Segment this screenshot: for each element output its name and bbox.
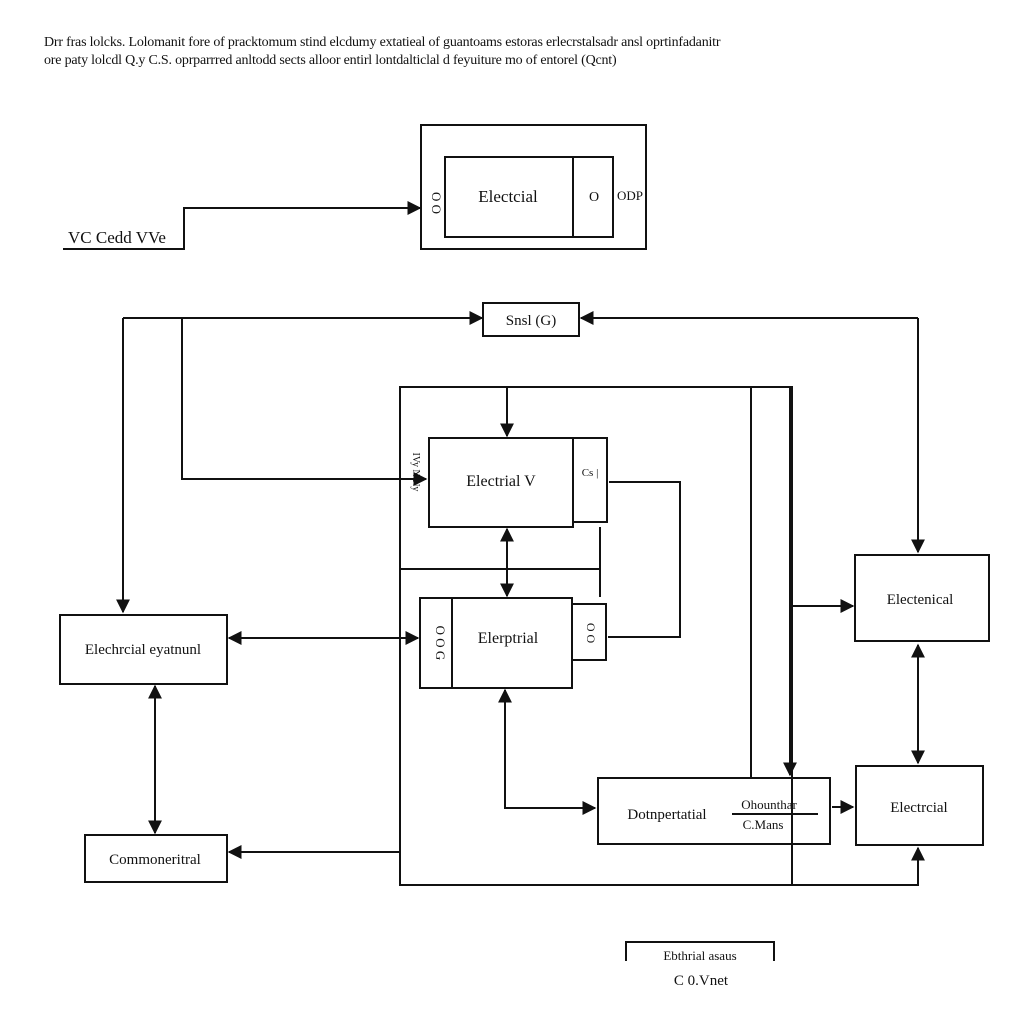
left-block: [59, 614, 228, 685]
caption-line-2: ore paty lolcdl Q.y C.S. oprparrred anlt…: [44, 53, 617, 68]
footer-label: Ebthrial asaus: [663, 948, 736, 963]
input-arrow: [63, 201, 422, 250]
bus-to-central-upper: [181, 318, 428, 486]
top-block-side-tag: ODP: [617, 188, 643, 203]
footer-bracket: [625, 941, 775, 961]
right-lower-label: Electrcial: [890, 800, 947, 816]
central-upper-left-tag: IVy N Ny: [410, 453, 421, 492]
top-block-right-tag: O: [589, 190, 599, 205]
central-feedback-loop: [608, 481, 681, 638]
bottom-left-block: [84, 834, 228, 883]
central-upper-right-tag: Cs |: [582, 467, 599, 479]
top-block-left-tag: O O: [429, 192, 444, 214]
central-upper-tag-box: [572, 437, 608, 523]
frame-to-right-lower: [400, 846, 925, 886]
central-upper-label: Electrial V: [466, 473, 536, 490]
signal-label: Snsl (G): [506, 313, 556, 329]
central-lower-right-tag: O O: [584, 623, 598, 644]
top-block-label: Electcial: [478, 187, 538, 206]
central-lower-block: [451, 597, 573, 689]
left-block-label: Elechrcial eyatnunl: [85, 642, 201, 658]
bottom-center-label: Dotnpertatial: [627, 807, 706, 823]
right-upper-label: Electenical: [887, 592, 954, 608]
central-lower-left-tag: O O G: [433, 626, 448, 661]
caption-line-1: Drr fras lolcks. Lolomanit fore of prack…: [44, 35, 721, 50]
bottom-center-tag-line1: Ohounthar: [741, 797, 797, 812]
bottom-center-block: [597, 777, 831, 845]
right-upper-block: [854, 554, 990, 642]
central-lower-to-bottom-center: [498, 688, 597, 815]
top-block-frame: [420, 124, 647, 250]
central-lower-tag-right: [572, 603, 607, 661]
bottom-left-label: Commoneritral: [109, 852, 201, 868]
right-lower-block: [855, 765, 984, 846]
bottom-center-tag-line2: C.Mans: [743, 817, 784, 832]
footer-sub-label: C 0.Vnet: [674, 973, 729, 989]
top-block-inner: [444, 156, 614, 238]
central-lower-label: Elerptrial: [478, 630, 539, 647]
input-label: VC Cedd VVe: [68, 228, 166, 247]
